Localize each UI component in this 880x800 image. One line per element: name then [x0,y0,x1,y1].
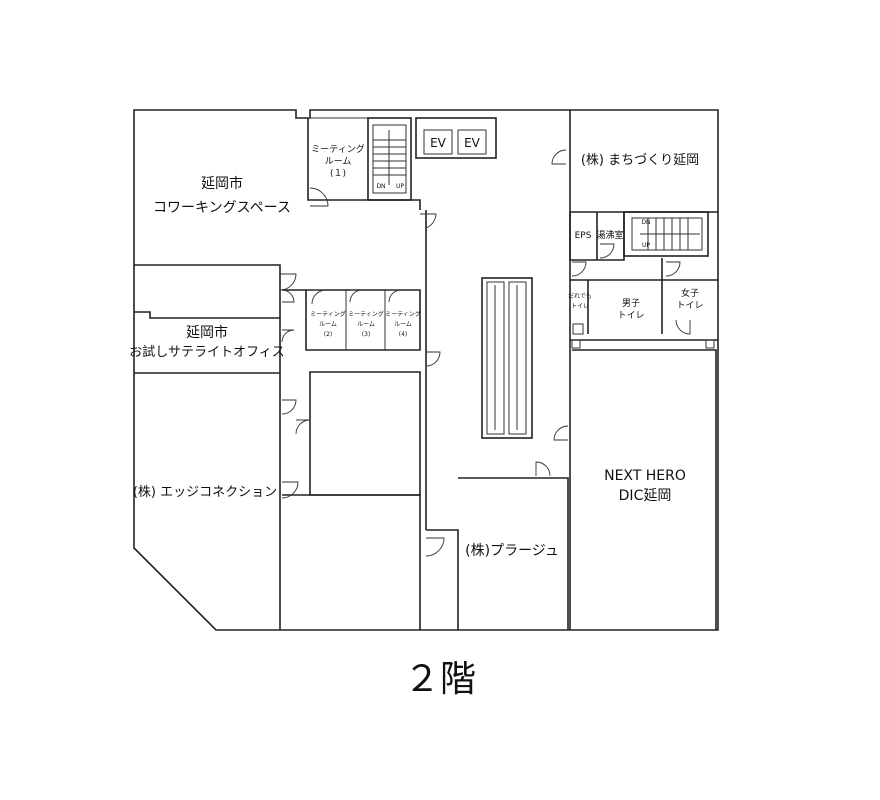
central-room-wall [309,371,421,496]
meeting4-label-1: ミーティング [385,310,421,318]
elevator-1-label: EV [430,136,447,150]
meeting1-label-2: ルーム [325,156,352,167]
stair-1-down-label: DN [376,183,385,190]
elevator-2-label: EV [464,136,481,150]
meeting4-label-2: ルーム [394,321,412,328]
column-1 [571,339,581,349]
stair-1: DN UP [367,117,412,201]
door-swings [279,149,691,557]
atrium-west-wall [425,210,459,630]
next-hero-wall [572,349,717,630]
accessible-toilet-label-1: だれでも [568,293,592,300]
floor-label: ２階 [403,659,476,700]
coworking-label-2: コワーキングスペース [153,200,291,216]
mens-toilet-label-1: 男子 [622,298,640,309]
meeting2-label-3: (2) [324,331,333,338]
plage-label: (株)プラージュ [465,543,559,559]
womens-toilet-label-2: トイレ [676,301,703,311]
toilet-block-wall [570,258,718,341]
building-outline [133,109,719,631]
edge-label: (株) エッジコネクション [133,485,277,500]
meeting1-label-3: (１) [330,169,346,179]
satellite-wall-top [134,311,280,319]
stair-2-up-label: UP [642,242,650,249]
accessible-toilet-label-2: トイレ [571,303,589,310]
satellite-label-2: お試しサテライトオフィス [129,344,284,360]
machizukuri-label: (株) まちづくり延岡 [581,153,699,168]
next-hero-label-2: DIC延岡 [619,488,672,504]
elevator-block: EV EV [415,117,497,159]
womens-toilet-label-1: 女子 [681,287,699,299]
coworking-label-1: 延岡市 [201,175,243,192]
meeting2-label-2: ルーム [319,321,337,328]
escalator [481,277,533,439]
stair-1-up-label: UP [396,183,404,190]
coworking-wall [134,264,281,290]
plage-wall [458,477,569,630]
coworking-east-wall [307,118,421,210]
next-hero-label-1: NEXT HERO [604,468,686,484]
satellite-label-1: 延岡市 [186,324,228,341]
meeting3-label-2: ルーム [357,321,375,328]
meeting4-label-3: (4) [399,331,408,338]
meeting-dividers [345,290,386,350]
kitchen-label: 湯沸室 [596,229,623,241]
stair-2-down-label: DN [641,219,650,226]
column-2 [705,339,715,349]
meeting1-label-1: ミーティング [311,143,364,155]
eps-label: EPS [575,231,592,241]
lower-west-room-wall [282,494,421,630]
meeting3-label-1: ミーティング [348,310,384,318]
meeting-row-wall [282,289,421,351]
meeting3-label-3: (3) [362,331,371,338]
stair-2: DN UP [623,211,709,257]
meeting2-label-1: ミーティング [310,310,346,318]
column-3 [572,323,584,335]
mens-toilet-label-2: トイレ [617,311,644,321]
